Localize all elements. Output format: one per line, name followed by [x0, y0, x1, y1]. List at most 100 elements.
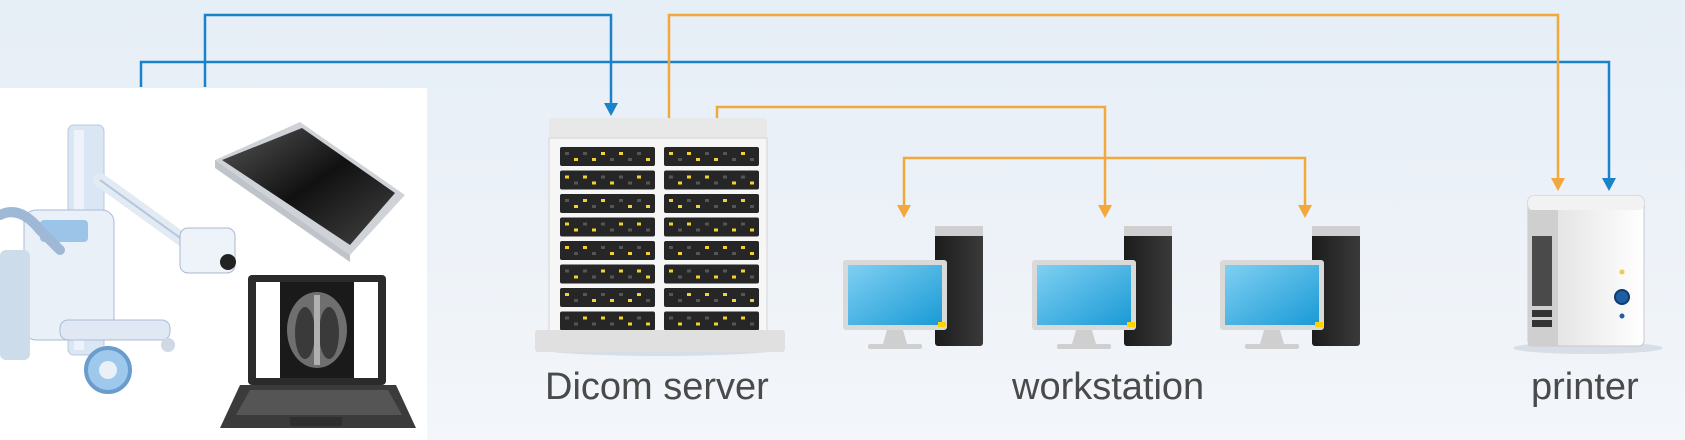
rack-led: [583, 269, 587, 273]
rack-led: [687, 175, 691, 179]
rack-led: [637, 269, 641, 273]
rack-led: [637, 175, 641, 179]
rack-led: [592, 158, 596, 161]
rack-unit: [664, 241, 759, 260]
rack-unit: [664, 147, 759, 166]
rack-led: [583, 293, 587, 296]
rack-led: [628, 275, 632, 279]
rack-led: [592, 275, 596, 279]
rack-led: [592, 299, 596, 302]
rack-led: [610, 252, 614, 255]
rack-led: [705, 316, 709, 320]
rack-led: [565, 246, 569, 249]
rack-led: [637, 293, 641, 296]
rack-led: [646, 322, 650, 326]
rack-led: [610, 181, 614, 185]
rack-led: [619, 269, 623, 273]
rack-led: [574, 158, 578, 161]
rack-led: [741, 222, 745, 226]
rack-unit: [664, 264, 759, 284]
rack-led: [732, 158, 736, 161]
rack-led: [741, 246, 745, 249]
rack-led: [574, 299, 578, 302]
rack-led: [741, 316, 745, 320]
rack-led: [646, 299, 650, 302]
rack-led: [714, 158, 718, 161]
rack-led: [696, 228, 700, 232]
rack-led: [619, 293, 623, 296]
rack-led: [646, 252, 650, 255]
rack-led: [637, 316, 641, 320]
rack-led: [565, 316, 569, 320]
rack-led: [678, 205, 682, 208]
rack-led: [646, 275, 650, 279]
rack-led: [723, 175, 727, 179]
rack-led: [741, 199, 745, 202]
rack-led: [714, 275, 718, 279]
rack-led: [583, 199, 587, 202]
flat-panel-detector-icon: [215, 122, 405, 262]
rack-led: [696, 181, 700, 185]
rack-led: [610, 322, 614, 326]
rack-led: [565, 152, 569, 155]
server-rack-icon: [535, 118, 785, 356]
rack-led: [696, 275, 700, 279]
rack-led: [574, 322, 578, 326]
rack-led: [574, 228, 578, 232]
rack-led: [592, 228, 596, 232]
rack-led: [669, 246, 673, 249]
rack-unit: [664, 170, 759, 190]
rack-led: [696, 252, 700, 255]
rack-led: [705, 175, 709, 179]
rack-led: [669, 199, 673, 202]
rack-led: [565, 199, 569, 202]
rack-led: [705, 199, 709, 202]
rack-led: [678, 252, 682, 255]
rack-led: [750, 299, 754, 302]
rack-led: [619, 246, 623, 249]
rack-led: [583, 175, 587, 179]
desktop-computer-icon: [1220, 226, 1360, 349]
connector-server-to-printer: [667, 13, 1565, 191]
rack-led: [628, 228, 632, 232]
connector-workstation-2-to-workstation-3: [1105, 156, 1312, 218]
rack-led: [732, 181, 736, 185]
rack-led: [669, 222, 673, 226]
rack-led: [619, 222, 623, 226]
rack-led: [619, 199, 623, 202]
desktop-computer-icon: [1032, 226, 1172, 349]
rack-led: [669, 152, 673, 155]
rack-led: [696, 205, 700, 208]
rack-led: [678, 299, 682, 302]
rack-led: [723, 199, 727, 202]
rack-led: [565, 269, 569, 273]
rack-led: [705, 222, 709, 226]
rack-unit: [664, 288, 759, 307]
rack-led: [732, 299, 736, 302]
rack-unit: [560, 194, 655, 213]
rack-led: [601, 316, 605, 320]
rack-led: [669, 175, 673, 179]
rack-led: [714, 322, 718, 326]
rack-led: [723, 222, 727, 226]
server-rack-units: [560, 147, 759, 331]
rack-led: [610, 205, 614, 208]
rack-led: [714, 205, 718, 208]
rack-led: [637, 246, 641, 249]
desktop-computer-icon: [843, 226, 983, 349]
rack-led: [610, 158, 614, 161]
rack-led: [687, 246, 691, 249]
rack-led: [741, 269, 745, 273]
server-label: Dicom server: [545, 366, 769, 408]
rack-unit: [560, 170, 655, 190]
rack-unit: [664, 217, 759, 237]
rack-led: [705, 152, 709, 155]
rack-led: [619, 316, 623, 320]
rack-led: [732, 275, 736, 279]
rack-led: [678, 181, 682, 185]
rack-led: [687, 152, 691, 155]
rack-led: [723, 246, 727, 249]
rack-led: [565, 222, 569, 226]
rack-led: [678, 158, 682, 161]
